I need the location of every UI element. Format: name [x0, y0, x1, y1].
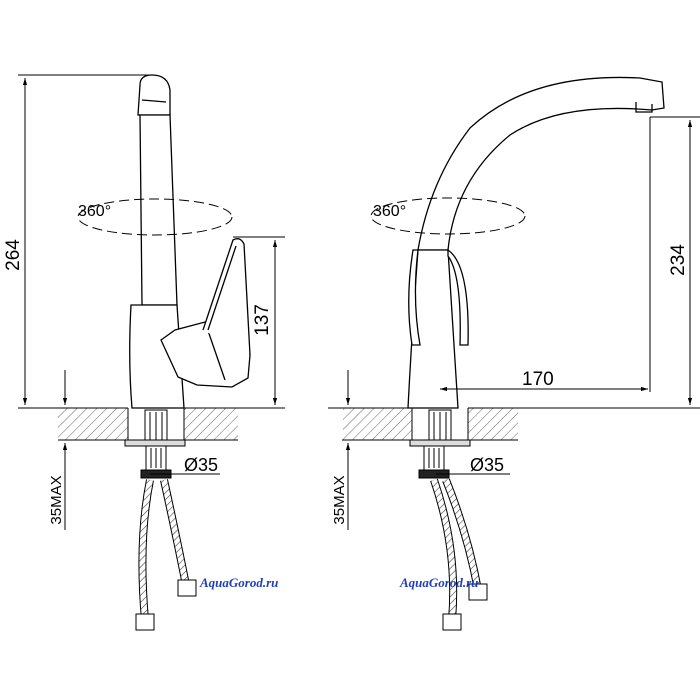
right-hole-diameter-label: Ø35 — [470, 455, 504, 475]
left-view: 264 137 360° Ø35 35MAX AquaGorod.ru — [3, 74, 285, 631]
left-flex-hoses — [135, 479, 197, 631]
left-max-thickness-label: 35MAX — [48, 475, 65, 524]
right-watermark-logo: AquaGorod.ru — [399, 575, 478, 590]
left-height-total-label: 264 — [3, 239, 24, 271]
right-rotation-label: 360° — [373, 203, 406, 220]
left-watermark-logo: AquaGorod.ru — [199, 575, 278, 590]
right-view: 234 170 360° Ø35 35MAX AquaGorod.ru — [328, 76, 700, 631]
right-faucet-body — [407, 76, 665, 409]
right-mounting-shank — [409, 409, 471, 479]
right-max-thickness-label: 35MAX — [331, 475, 348, 524]
left-lever-height-label: 137 — [252, 304, 273, 336]
right-spout-reach-label: 170 — [522, 369, 554, 390]
left-rotation-label: 360° — [78, 203, 111, 220]
right-countertop-section — [328, 406, 700, 442]
right-rotation-ellipse — [370, 197, 526, 235]
right-dimension-lines — [342, 116, 700, 530]
right-spout-height-label: 234 — [668, 244, 689, 276]
left-hole-diameter-label: Ø35 — [184, 455, 218, 475]
right-flex-hoses — [430, 478, 488, 631]
left-faucet-body — [129, 74, 251, 409]
left-dimension-lines — [18, 74, 285, 530]
left-rotation-ellipse — [77, 198, 233, 236]
